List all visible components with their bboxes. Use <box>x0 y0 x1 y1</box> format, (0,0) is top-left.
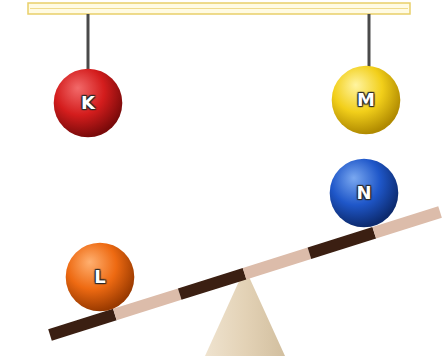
ball: K <box>53 68 123 138</box>
ball-letter: L <box>94 268 105 286</box>
ball: M <box>331 65 401 135</box>
string <box>87 14 90 70</box>
ball-letter: M <box>357 91 375 109</box>
ceiling-bar <box>28 3 410 14</box>
ball: L <box>65 242 135 312</box>
ball: N <box>329 158 399 228</box>
seesaw-plank <box>48 206 442 340</box>
string <box>368 14 371 67</box>
ball-letter: N <box>356 184 371 202</box>
ball-letter: K <box>81 94 95 112</box>
